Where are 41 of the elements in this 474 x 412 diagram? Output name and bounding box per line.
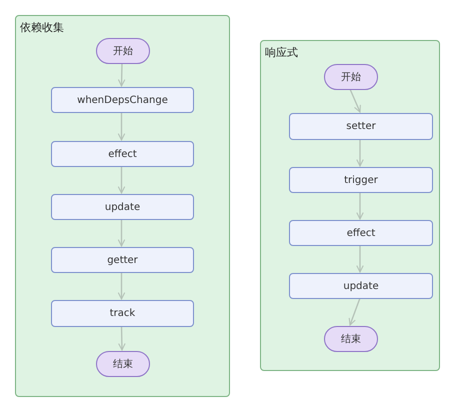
process-box xyxy=(289,167,433,193)
group-panel xyxy=(260,40,440,371)
process-box xyxy=(51,87,194,113)
node-label: update xyxy=(104,202,140,212)
arrow xyxy=(348,298,361,326)
arrow xyxy=(118,219,126,247)
node-label: 开始 xyxy=(113,45,133,58)
arrow xyxy=(349,88,361,113)
node-label: getter xyxy=(107,254,138,266)
group-title: 依赖收集 xyxy=(20,20,64,35)
node-label: trigger xyxy=(344,174,378,186)
process-box xyxy=(51,141,194,167)
arrow xyxy=(356,192,364,220)
terminal-pill xyxy=(96,351,150,377)
node-label: 开始 xyxy=(341,71,361,84)
node-label: track xyxy=(110,308,136,319)
arrow xyxy=(356,245,364,273)
arrow xyxy=(118,166,126,194)
node-label: update xyxy=(343,280,379,292)
terminal-pill xyxy=(324,326,378,352)
arrow xyxy=(118,326,126,351)
arrow xyxy=(356,139,364,167)
terminal-pill xyxy=(324,64,378,90)
process-box xyxy=(51,247,194,273)
node-label: whenDepsChange xyxy=(77,94,168,106)
process-box xyxy=(289,220,433,246)
terminal-pill xyxy=(96,38,150,64)
process-box xyxy=(51,194,194,220)
process-box xyxy=(289,273,433,299)
node-label: 结束 xyxy=(113,358,133,371)
node-label: setter xyxy=(346,121,376,132)
arrow xyxy=(118,62,126,87)
arrow xyxy=(118,112,126,141)
group-panel xyxy=(15,15,230,397)
process-box xyxy=(289,113,433,140)
group-title: 响应式 xyxy=(265,45,298,60)
arrow xyxy=(118,272,126,300)
node-label: effect xyxy=(346,228,376,238)
node-label: effect xyxy=(108,148,137,160)
node-label: 结束 xyxy=(341,332,361,346)
process-box xyxy=(51,300,194,327)
